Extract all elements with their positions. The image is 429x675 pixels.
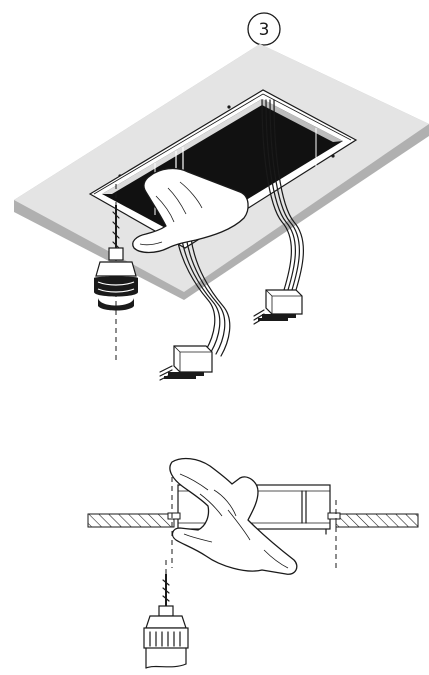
perspective-view: [14, 44, 429, 381]
housing-flange-right: [327, 512, 341, 520]
hand-bottom: [169, 457, 298, 575]
cross-section-view: [87, 457, 419, 669]
wire-connector-left: [159, 345, 213, 381]
drill-body: [95, 261, 137, 277]
housing-inner-wall: [102, 99, 262, 194]
housing-flange-left: [167, 512, 181, 520]
step-number: 3: [259, 20, 270, 40]
ceiling-section-right: [335, 513, 419, 528]
hand-top: [132, 167, 249, 254]
housing-inner-wall-side: [262, 99, 343, 142]
wire-connector-right: [253, 289, 303, 325]
drill-chuck: [158, 605, 174, 617]
wire-bundle-right: [261, 99, 304, 291]
housing-rim: [262, 93, 352, 141]
step-circle: [247, 12, 281, 46]
housing-rim: [93, 93, 264, 195]
drill-chuck: [108, 247, 124, 261]
drill-bottom: [143, 560, 189, 669]
wire-bundle-left: [175, 231, 231, 357]
drill-body: [145, 615, 187, 629]
screw-hole: [227, 105, 231, 109]
step-marker: 3: [247, 12, 281, 46]
ceiling-section-left: [87, 513, 175, 528]
drill-top: [94, 184, 138, 360]
